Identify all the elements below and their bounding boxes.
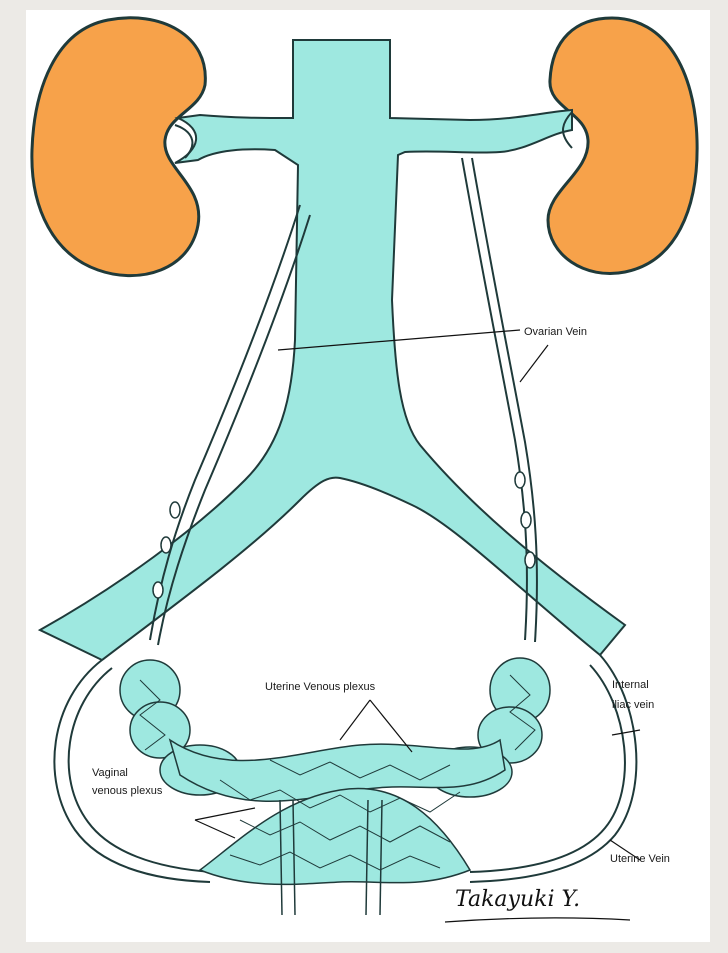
internal-iliac-vein-label-line2: iliac vein [612,699,654,711]
left-kidney [32,18,205,276]
internal-iliac-vein-label-line1: Internal [612,679,649,691]
vaginal-venous-plexus-label-line1: Vaginal [92,767,128,779]
venous-anatomy-diagram: Ovarian Vein Uterine Venous plexus Inter… [26,10,710,942]
uterine-vein-label: Uterine Vein [610,853,670,865]
vaginal-venous-plexus-label-line2: venous plexus [92,785,163,797]
signature-underline [445,918,630,922]
artist-signature: Takayuki Y. [455,887,580,912]
vaginal-venous-plexus [200,788,470,884]
diagram-frame: Ovarian Vein Uterine Venous plexus Inter… [26,10,710,942]
uterine-venous-plexus-label: Uterine Venous plexus [265,681,376,693]
uterine-venous-plexus [120,658,550,801]
left-renal-vein-detail [175,125,192,158]
ovarian-vein-label: Ovarian Vein [524,326,587,338]
